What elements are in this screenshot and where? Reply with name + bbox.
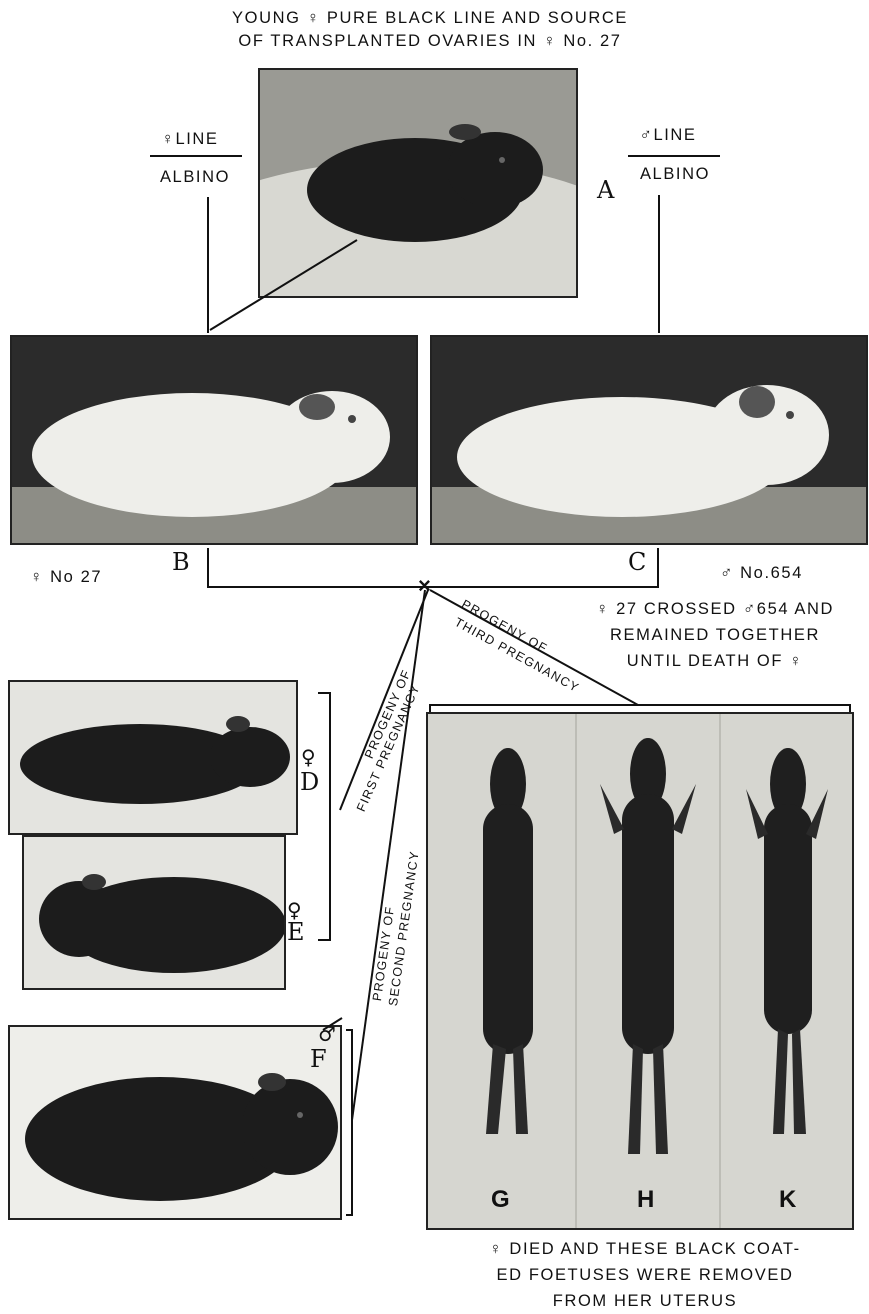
cross-symbol: × — [418, 573, 431, 599]
